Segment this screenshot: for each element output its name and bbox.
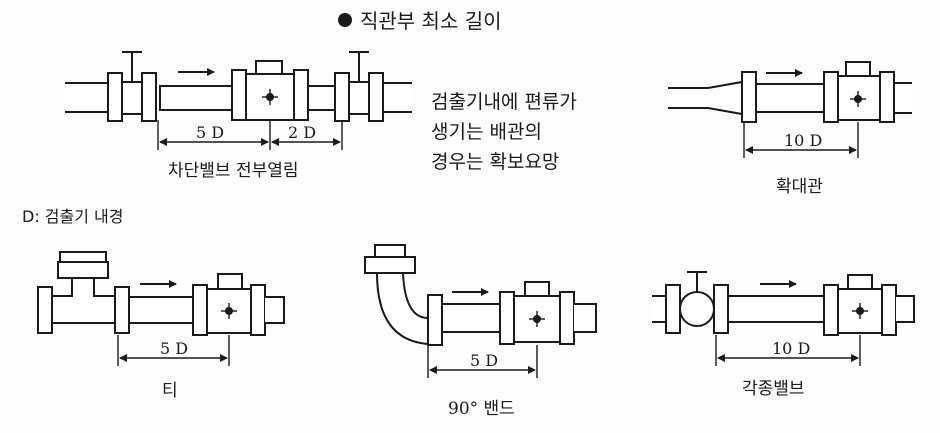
diagram-caption-shutoff: 차단밸브 전부열림	[168, 161, 299, 181]
diagram-expander: 10 D 확대관	[668, 61, 912, 197]
diagram-caption-tee: 티	[162, 381, 178, 401]
dimension-label-tee-5d: 5 D	[160, 339, 188, 358]
diagram-caption-various-valves: 각종밸브	[742, 379, 805, 399]
d-definition-note: D: 검출기 내경	[22, 207, 123, 226]
dimension-label-5d: 5 D	[196, 123, 224, 142]
diagram-caption-expander: 확대관	[776, 177, 823, 197]
diagram-caption-bend: 90° 밴드	[448, 399, 515, 419]
note-line-3: 경우는 확보요망	[431, 151, 559, 173]
dimension-label-valves-10d: 10 D	[772, 339, 810, 358]
dimension-label-10d: 10 D	[784, 131, 822, 150]
diagram-shutoff-valves: 5 D 2 D 차단밸브 전부열림	[65, 51, 412, 181]
dimension-label-bend-5d: 5 D	[470, 351, 498, 370]
diagram-bend: 5 D 90° 밴드	[364, 244, 597, 419]
title-bullet-icon	[338, 13, 352, 27]
dimension-label-2d: 2 D	[288, 123, 316, 142]
diagram-tee: 5 D 티	[37, 251, 285, 401]
page-title: 직관부 최소 길이	[360, 9, 502, 33]
note-line-1: 검출기내에 편류가	[431, 91, 577, 113]
diagram-various-valves: 10 D 각종밸브	[652, 271, 915, 399]
note-line-2: 생기는 배관의	[431, 121, 542, 143]
